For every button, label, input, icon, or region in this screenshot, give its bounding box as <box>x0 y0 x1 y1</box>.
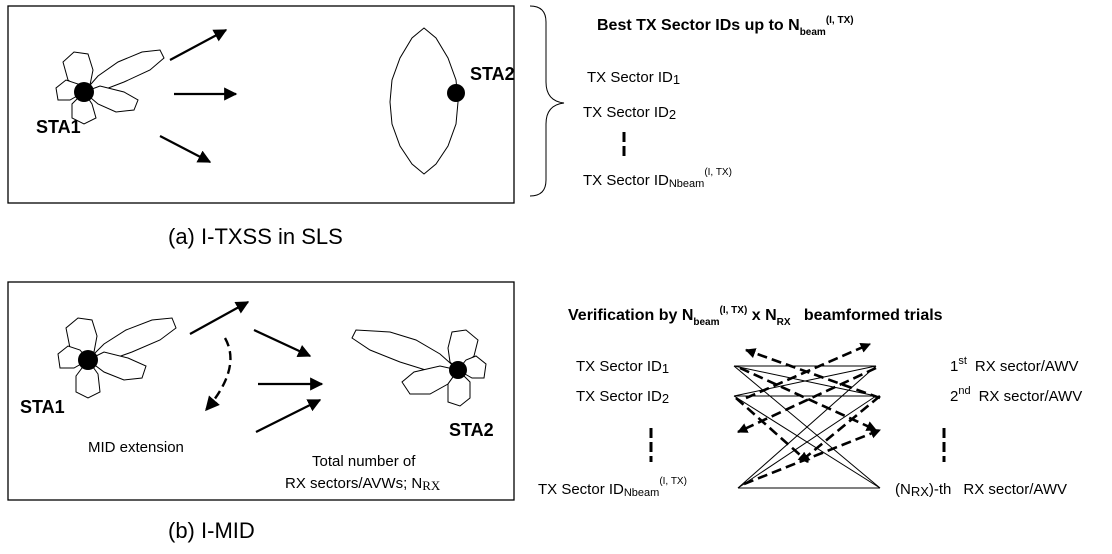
tx-sector-id-n-a: TX Sector IDNbeam(I, TX) <box>583 167 732 190</box>
sta1-node-a <box>74 82 94 102</box>
trial-lines-dashed <box>735 342 881 486</box>
arrow-b-sta1-up <box>189 301 250 335</box>
sta1-pattern-b <box>57 317 177 399</box>
sta2-label-b: STA2 <box>449 420 494 440</box>
caption-b: (b) I-MID <box>168 518 255 543</box>
panel-a-frame <box>7 5 515 204</box>
tx-sector-id-1-b: TX Sector ID1 <box>576 358 669 376</box>
arrow-a-up <box>169 29 228 61</box>
tx-sector-id-2-b: TX Sector ID2 <box>576 388 669 406</box>
sta2-node-a <box>447 84 465 102</box>
arrow-b-to-sta2-top <box>253 329 312 357</box>
total-rx-line1: Total number of <box>312 453 416 470</box>
sta2-pattern-b <box>351 329 487 407</box>
sta2-node-b <box>449 361 467 379</box>
panel-b-frame <box>7 281 515 501</box>
sta2-label-a: STA2 <box>470 64 515 84</box>
trial-lines-solid <box>733 365 881 489</box>
sta1-label-b: STA1 <box>20 397 65 417</box>
heading-a: Best TX Sector IDs up to Nbeam(I, TX) <box>597 15 854 38</box>
tx-sector-id-1-a: TX Sector ID1 <box>587 69 680 87</box>
sta2-pattern-a <box>389 27 459 175</box>
mid-extension-label: MID extension <box>88 439 184 456</box>
curly-brace <box>529 5 565 197</box>
sta1-pattern-a <box>55 49 165 125</box>
total-rx-line2: RX sectors/AVWs; NRX <box>285 475 441 493</box>
caption-a: (a) I-TXSS in SLS <box>168 224 343 249</box>
sta1-label-a: STA1 <box>36 117 81 137</box>
tx-sector-id-n-b: TX Sector IDNbeam(I, TX) <box>538 476 687 499</box>
mid-extension-dashed-arrow <box>205 337 232 412</box>
sta1-node-b <box>78 350 98 370</box>
heading-b: Verification by Nbeam(I, TX) x NRX beamf… <box>568 305 943 328</box>
arrow-b-to-sta2-bottom <box>255 399 322 433</box>
tx-sector-id-2-a: TX Sector ID2 <box>583 104 676 122</box>
arrow-a-down <box>159 135 212 163</box>
